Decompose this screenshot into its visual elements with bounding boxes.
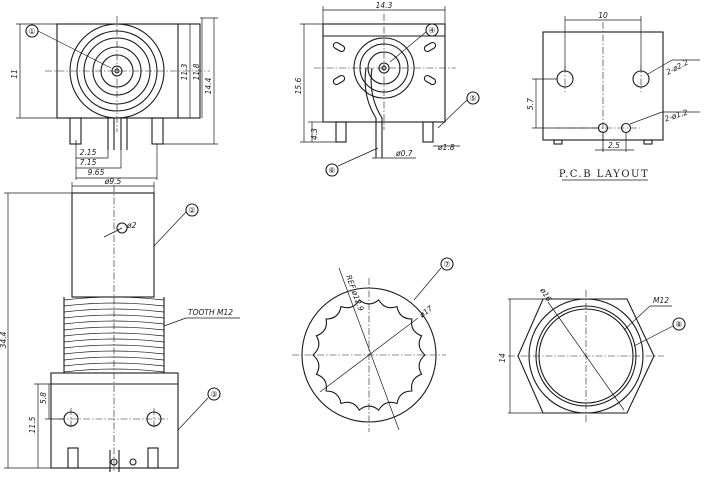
- dim-pcb-10: 10: [598, 11, 608, 20]
- dim-side-hole: ø2: [126, 221, 137, 230]
- dim-pcb-57: 5.7: [526, 98, 535, 110]
- hex-nut-view: 14 ø16 M12 ⑧: [498, 285, 686, 424]
- dim-front-215: 2.15: [80, 148, 97, 157]
- side-view: ø9.5 ø2 34.4 11.5 5.8 TOOTH M12 ② ③: [0, 177, 240, 472]
- balloon-4: ④: [389, 23, 439, 63]
- balloon-7: ⑦: [413, 257, 454, 301]
- dim-front-715: 7.15: [80, 158, 97, 167]
- serrated-ring: [312, 299, 426, 411]
- dim-circ-17: ø17: [417, 304, 435, 321]
- balloon-2: ②: [153, 203, 199, 247]
- dim-pcb-big-hole: 2-ø2.2: [664, 58, 690, 77]
- dim-hex-14: 14: [498, 353, 507, 363]
- side-tube: [71, 192, 155, 298]
- balloon-6: ⑥: [325, 147, 379, 177]
- svg-text:③: ③: [210, 390, 217, 399]
- pcb-layout-view: 10 5.7 2.5 2-ø2.2 2-ø1.2 P.C.B LAYOUT: [526, 11, 700, 181]
- dim-front-144: 14.4: [204, 77, 213, 94]
- dim-front-965: 9.65: [88, 168, 105, 177]
- front-view-center: 14.3 15.6 4.3 ø0.7 ø1.8 ④ ⑤ ⑥: [294, 1, 480, 177]
- dim-side-width: ø9.5: [104, 177, 122, 186]
- dim-hex-16: ø16: [538, 285, 554, 303]
- balloon-8: ⑧: [633, 317, 686, 347]
- dim-ref-129: REF ø12.9: [344, 274, 366, 313]
- balloon-5: ⑤: [437, 91, 480, 129]
- dim-side-58: 5.8: [39, 392, 48, 404]
- balloon-1: ①: [25, 24, 112, 69]
- serrated-view: REF ø12.9 ø17 ⑦: [292, 257, 454, 432]
- dim-pin-thick: ø1.8: [437, 143, 455, 152]
- dim-center-width: 14.3: [376, 1, 393, 10]
- dim-center-height: 15.6: [294, 77, 303, 94]
- front-view-left: 11 11.3 11.8 14.4 2.15 7.15 9.65 ①: [10, 16, 218, 180]
- thread: [63, 296, 165, 373]
- dim-pin-thin: ø0.7: [395, 149, 413, 158]
- svg-text:②: ②: [188, 206, 195, 215]
- svg-text:①: ①: [28, 27, 35, 36]
- dim-front-118: 11.8: [192, 63, 201, 80]
- dim-pcb-25: 2.5: [608, 141, 620, 150]
- balloon-3: ③: [177, 387, 221, 431]
- dim-front-left-height: 11: [10, 69, 19, 79]
- dim-side-115: 11.5: [28, 416, 37, 433]
- dim-hex-m12: M12: [653, 296, 669, 305]
- dim-front-113: 11.3: [180, 63, 189, 80]
- svg-text:⑤: ⑤: [469, 94, 476, 103]
- svg-text:⑥: ⑥: [328, 166, 335, 175]
- dim-side-total: 34.4: [0, 331, 8, 348]
- dim-center-low: 4.3: [310, 128, 319, 140]
- side-housing: [50, 372, 179, 469]
- dim-tooth: TOOTH M12: [188, 308, 233, 317]
- pcb-layout-caption: P.C.B LAYOUT: [559, 169, 649, 180]
- svg-text:⑦: ⑦: [443, 260, 450, 269]
- svg-text:④: ④: [428, 26, 435, 35]
- svg-text:⑧: ⑧: [675, 320, 682, 329]
- dim-pcb-small-hole: 2-ø1.2: [663, 108, 689, 124]
